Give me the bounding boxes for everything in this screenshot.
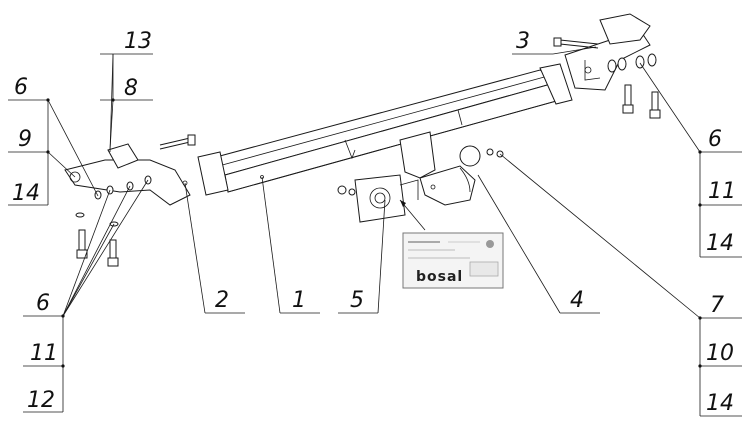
callout-lower-12: 12 (27, 388, 55, 413)
callout-1: 1 (292, 288, 306, 313)
callout-labels: 13 8 6 9 14 6 11 12 2 1 5 4 3 6 11 14 7 … (12, 29, 736, 416)
plate-brand: bosal (416, 269, 463, 285)
right-mount-bracket (553, 13, 661, 119)
callout-4: 4 (570, 288, 584, 313)
callout-5: 5 (350, 288, 364, 313)
callout-left-14: 14 (12, 181, 40, 206)
callout-10: 10 (706, 341, 734, 366)
leader-dots (46, 98, 702, 368)
callout-3: 3 (516, 29, 530, 54)
identification-plate: bosal (402, 232, 504, 289)
crossbar-beam (197, 63, 573, 196)
left-mount-bracket (64, 134, 196, 267)
callout-lower-6: 6 (36, 291, 50, 316)
leader-lines (8, 46, 742, 417)
callout-2: 2 (215, 288, 229, 313)
callout-lower-11: 11 (30, 341, 58, 366)
callout-right-11: 11 (708, 179, 736, 204)
tow-ball-assembly (399, 131, 504, 206)
callout-right-lower-14: 14 (706, 391, 734, 416)
callout-left-9: 9 (18, 127, 32, 152)
callout-right-6: 6 (708, 127, 722, 152)
socket-plate (337, 174, 419, 223)
callout-left-6: 6 (14, 75, 28, 100)
callout-13: 13 (124, 29, 152, 54)
callout-8: 8 (124, 76, 138, 101)
callout-7: 7 (710, 293, 724, 318)
callout-right-14: 14 (706, 231, 734, 256)
